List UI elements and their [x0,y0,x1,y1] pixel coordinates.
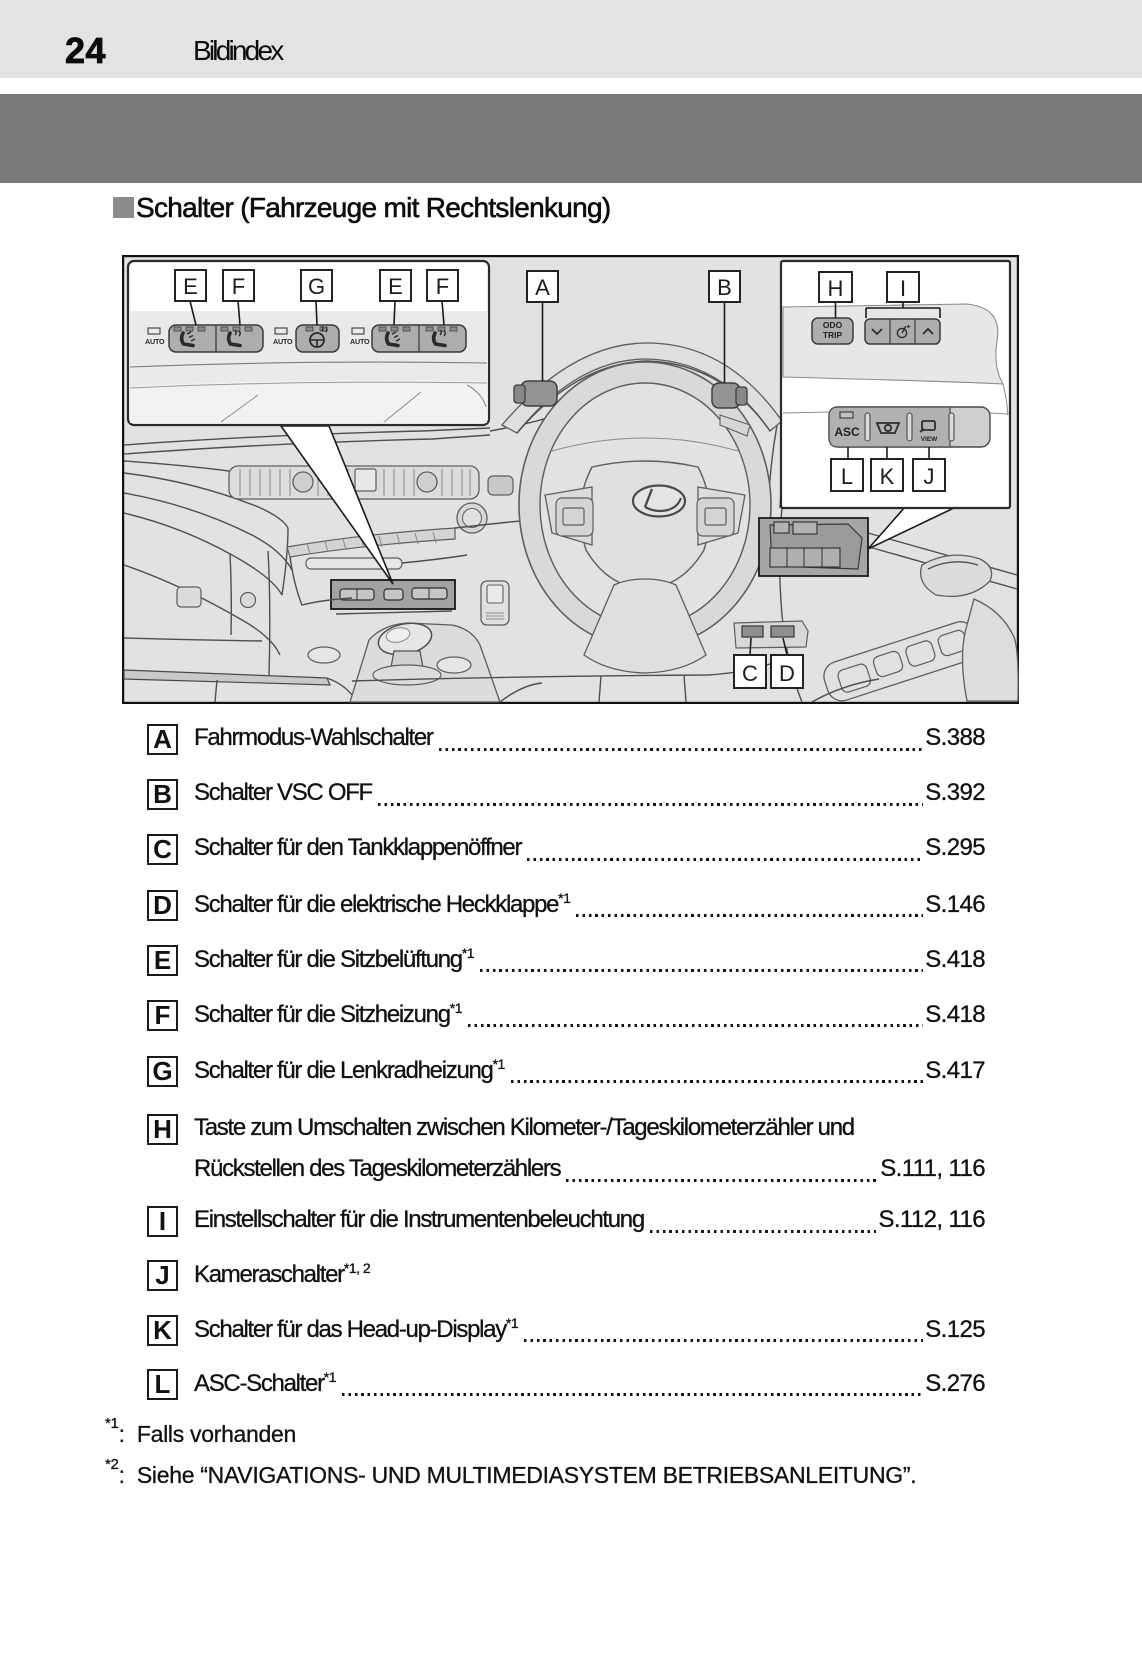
svg-text:E: E [388,274,403,299]
svg-text:F: F [232,274,245,299]
svg-text:ASC: ASC [834,425,860,439]
svg-text:F: F [436,274,449,299]
svg-text:AUTO: AUTO [273,337,293,346]
svg-text:VIEW: VIEW [921,436,938,443]
svg-text:ODO: ODO [823,320,843,330]
svg-text:AUTO: AUTO [145,337,165,346]
svg-text:K: K [880,464,895,489]
svg-text:I: I [900,276,906,301]
svg-text:C: C [742,661,758,686]
svg-text:D: D [779,661,795,686]
svg-text:B: B [717,275,732,300]
svg-text:L: L [841,464,853,489]
svg-text:H: H [828,276,844,301]
svg-text:E: E [183,274,198,299]
svg-text:AUTO: AUTO [350,337,370,346]
svg-text:J: J [924,464,935,489]
svg-text:G: G [308,274,325,299]
svg-text:TRIP: TRIP [823,330,843,340]
svg-text:A: A [535,275,550,300]
